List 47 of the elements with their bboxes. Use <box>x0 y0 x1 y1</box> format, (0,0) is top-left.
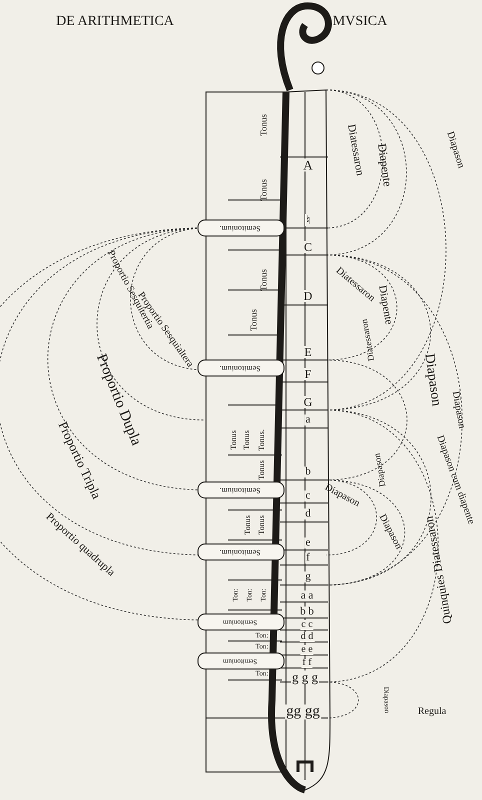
note-letter: A <box>302 158 314 172</box>
interval-label: Tonus <box>260 269 268 291</box>
note-letter: g g g <box>291 670 319 684</box>
note-letter: C <box>303 241 313 253</box>
note-letter: e <box>304 538 312 548</box>
note-letter: ♮ <box>305 214 311 226</box>
interval-label: Tonus <box>230 430 238 450</box>
interval-label: Tonus <box>258 515 266 535</box>
note-letter: g <box>304 572 312 582</box>
note-letter: d <box>304 508 312 520</box>
note-letter: f <box>305 552 311 564</box>
page-title: DE ARITHMETICA <box>56 15 174 29</box>
interval-label: Tonus <box>260 114 268 136</box>
arc-label: Diapason <box>450 390 466 430</box>
note-letter: d d <box>300 632 314 642</box>
interval-label: Semitonium. <box>219 548 261 556</box>
note-letter: b <box>304 466 312 478</box>
arc-label: Diapente <box>376 142 394 188</box>
arc-label: Diapason <box>444 130 466 170</box>
interval-label: Semitonium. <box>219 224 261 232</box>
instrument-label: Regula <box>418 707 446 717</box>
page-title: MVSICA <box>332 15 388 29</box>
note-letter: G <box>302 396 314 408</box>
note-letter: gg gg <box>285 704 321 720</box>
arc-label: Diapason <box>421 352 443 408</box>
note-letter: b b <box>299 606 315 618</box>
arc-label: Diatessaron <box>360 318 376 362</box>
arc-label: Diapente <box>376 284 394 326</box>
interval-label: Semitonium. <box>219 364 261 372</box>
note-letter: E <box>303 346 313 358</box>
interval-label: Semitonium. <box>219 486 261 494</box>
interval-label: Tonus <box>244 515 252 535</box>
interval-label: Tonus. <box>258 429 266 451</box>
note-letter: F <box>304 368 312 380</box>
arc-label: Diatessaron <box>345 123 365 177</box>
note-letter: D <box>302 290 314 302</box>
arc-label: Diapason <box>372 452 388 488</box>
interval-label: Tonus <box>260 179 268 201</box>
note-letter: a <box>304 414 312 426</box>
interval-label: Tonus <box>243 430 251 450</box>
note-letter: f f <box>301 658 313 668</box>
note-letter: c c <box>300 620 314 630</box>
interval-label: Tonus <box>250 309 258 331</box>
note-letter: c <box>304 490 312 502</box>
note-letter: a a <box>300 590 314 602</box>
interval-label: Tonus <box>258 460 266 480</box>
note-letter: e e <box>300 645 314 655</box>
